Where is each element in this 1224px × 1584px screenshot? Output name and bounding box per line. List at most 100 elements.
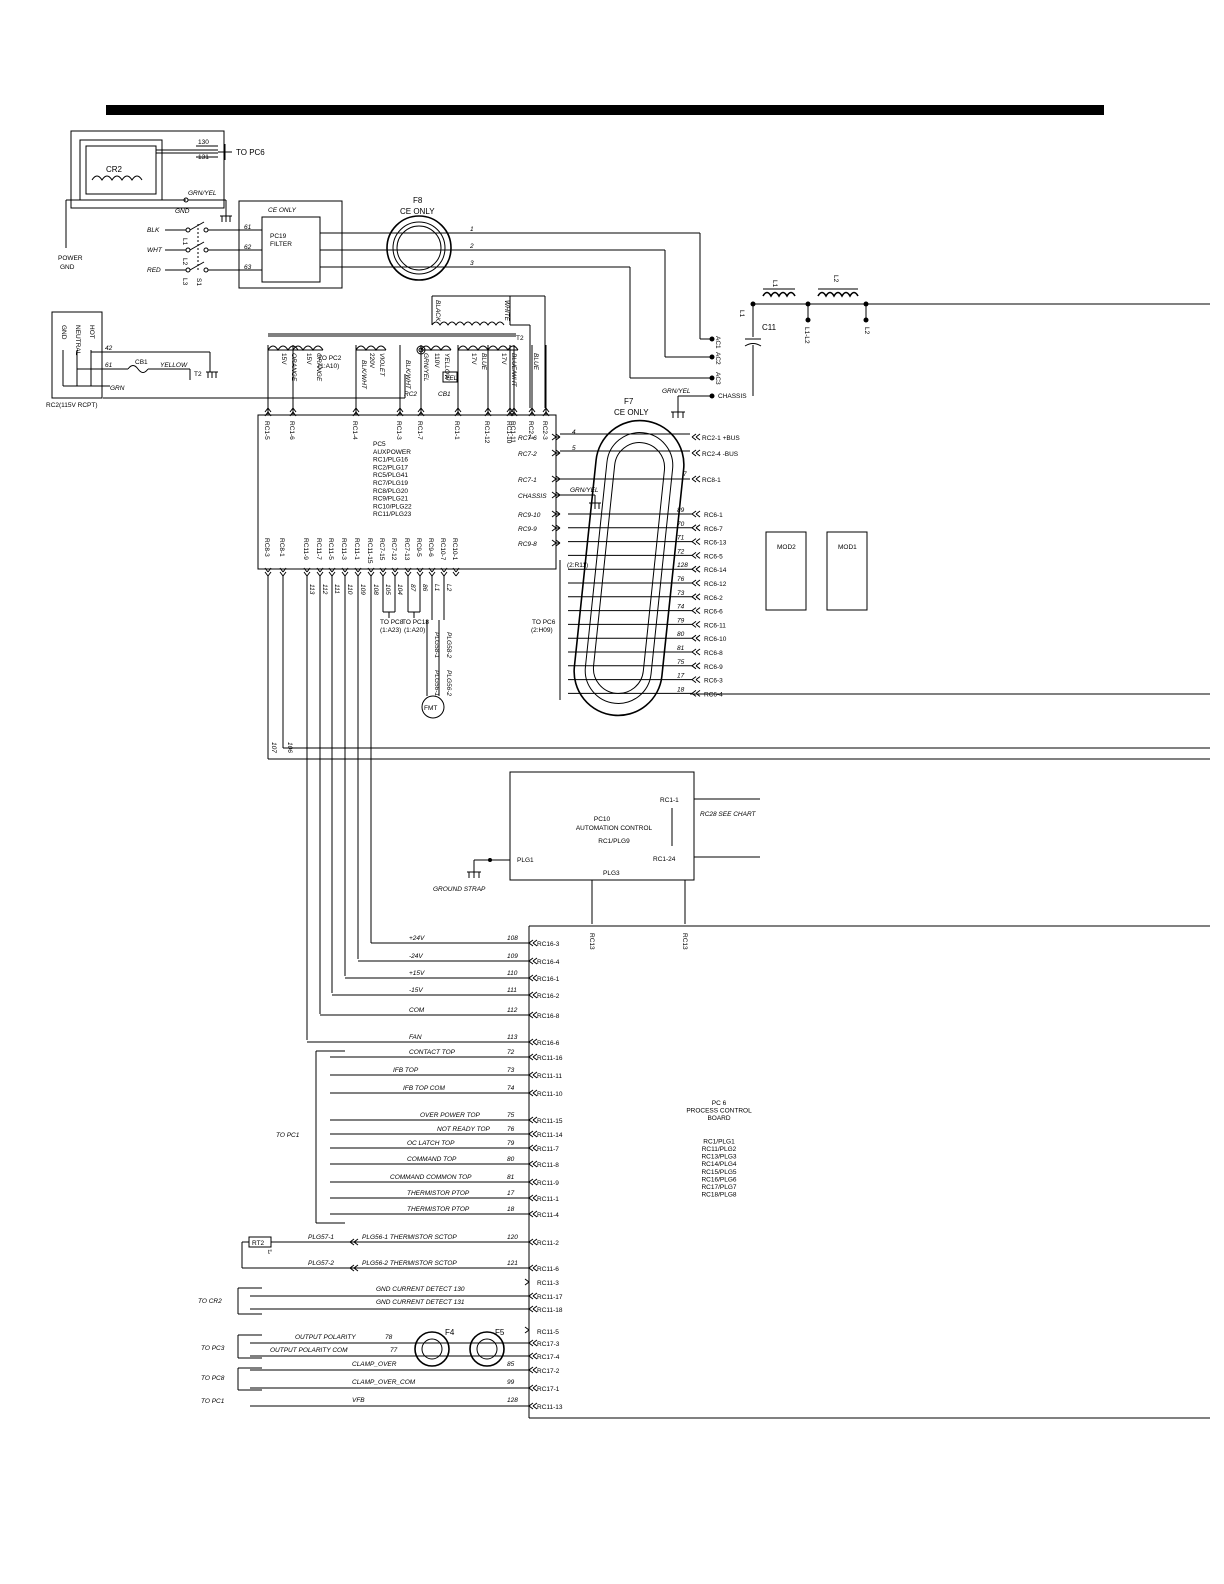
to-pc2: TO PC2 — [318, 355, 342, 362]
rc6-pin: RC6-8 — [704, 650, 723, 657]
pc6-line: RC17/PLG7 — [701, 1184, 736, 1191]
pc5-bottom-wire: 105 — [384, 584, 391, 595]
pc5-pin-rc2-1: RC2-1 — [527, 421, 534, 440]
bottom-to: TO PC3 — [201, 1345, 225, 1352]
rc2-pin-gnd: GND — [60, 325, 67, 340]
pc10-pin-rc1-1: RC1-1 — [660, 797, 679, 804]
t2-wire-black: BLACK — [434, 300, 441, 322]
winding-color: BLUE — [480, 353, 487, 371]
rc6-pin: RC6-13 — [704, 540, 727, 547]
rc11-signal: THERMISTOR PTOP — [407, 1206, 470, 1213]
rc6-wire: 73 — [677, 590, 685, 597]
rc11-wire: 75 — [507, 1112, 515, 1119]
pc5-bottom-wire: 104 — [396, 584, 403, 595]
rc16-wire: 112 — [507, 1007, 518, 1014]
pc5-bottom-wire: L2 — [445, 584, 452, 592]
bottom-wire: 77 — [390, 1347, 398, 1354]
pc5-bottom-pin-rc11-1: RC11-1 — [353, 538, 360, 560]
svg-text:YEL: YEL — [445, 375, 458, 382]
gnd-pin: RC11-18 — [537, 1307, 563, 1314]
pc5-bottom-pin-rc7-15: RC7-15 — [378, 538, 385, 561]
cap-ref-l1: L1 — [738, 310, 745, 318]
pin-ac1: AC1 — [714, 336, 721, 349]
wire-107: 107 — [270, 742, 277, 753]
rc2-t2: T2 — [194, 371, 202, 378]
rc6-pin: RC6-10 — [704, 636, 727, 643]
pc5-pin-rc2-3: RC2-3 — [541, 421, 548, 440]
rc16-wire: 108 — [507, 935, 518, 942]
pc5-pin-rc1-11: RC1-11 — [509, 421, 516, 443]
pc5-bottom-pin-rc10-7: RC10-7 — [439, 538, 446, 561]
rc16-signal: +24V — [409, 935, 425, 942]
pc5-pin-rc1-7: RC1-7 — [416, 421, 423, 440]
rc11-signal: OVER POWER TOP — [420, 1112, 480, 1119]
thermistor-wire: 120 — [507, 1234, 518, 1241]
pc10-pin-rc1-24: RC1-24 — [653, 856, 676, 863]
rc6-wire: 81 — [677, 645, 685, 652]
pc6-line: RC13/PLG3 — [701, 1154, 736, 1161]
rc2-receptacle: GND NEUTRAL HOT RC2(115V RCPT) 42 61 CB1… — [46, 311, 406, 409]
pc19-name: PC19 — [270, 233, 287, 240]
winding-color: BLUE — [532, 353, 539, 371]
rc6-wire: 80 — [677, 631, 685, 638]
inductor-l1: L1 — [771, 280, 778, 288]
rc16-signal: FAN — [409, 1034, 422, 1041]
pc10-plg3: PLG3 — [603, 870, 620, 877]
rc11-signal: OC LATCH TOP — [407, 1140, 455, 1147]
pc5-pin-rc1-6: RC1-6 — [288, 421, 295, 440]
to-pc8: TO PC8 — [380, 619, 404, 626]
rc11-wire: 76 — [507, 1126, 515, 1133]
pc6-line: PC 6 — [712, 1100, 727, 1107]
rc11-wire: 17 — [507, 1190, 515, 1197]
plg57: PLG57-1 — [308, 1234, 334, 1241]
pc5-right-pin-rc7-2: RC7-2 — [518, 451, 537, 458]
rc11-5: RC11-5 — [537, 1329, 559, 1336]
rc16-wire: 109 — [507, 953, 518, 960]
mod-modules: MOD2 MOD1 — [765, 531, 868, 611]
plg56-2: PLG56-2 — [445, 670, 452, 696]
bottom-pin: RC17-3 — [537, 1341, 560, 1348]
rc6-wire: 89 — [677, 507, 685, 514]
rc16-pin: RC16-8 — [537, 1013, 560, 1020]
cr2-label: CR2 — [106, 165, 123, 174]
bottom-wire: 85 — [507, 1361, 515, 1368]
rc2-cb1: CB1 — [135, 359, 148, 366]
pc5-right-pin-rc7-1: RC7-1 — [518, 477, 537, 484]
ferrite-f4: F4 — [445, 1328, 455, 1337]
rc11-pin: RC11-1 — [537, 1196, 559, 1203]
pc5-pin-rc1-12: RC1-12 — [483, 421, 490, 444]
pc5-bottom-wire: 108 — [372, 584, 379, 595]
bottom-to: TO PC8 — [201, 1375, 225, 1382]
rc2-wire-61: 61 — [105, 362, 113, 369]
pc19-pin-62: 62 — [244, 244, 252, 251]
f7-to-pc6-ref: (2:H09) — [531, 627, 553, 634]
bottom-pin: RC11-13 — [537, 1404, 563, 1411]
gnd-signal: GND CURRENT DETECT 131 — [376, 1299, 465, 1306]
rc11-pin: RC11-4 — [537, 1212, 559, 1219]
plg58-2: PLG58-2 — [445, 632, 452, 658]
wire-red: RED — [147, 267, 161, 274]
rc2-grn: GRN — [110, 385, 125, 392]
f7-grn-yel: GRN/YEL — [570, 487, 599, 494]
pole-l1: L1 — [181, 238, 188, 246]
to-pc1-label: TO PC1 — [276, 1132, 300, 1139]
rc16-pin: RC16-2 — [537, 993, 560, 1000]
cr2-to-pc6: TO PC6 — [236, 148, 265, 157]
f8-wire-3: 3 — [470, 260, 474, 267]
